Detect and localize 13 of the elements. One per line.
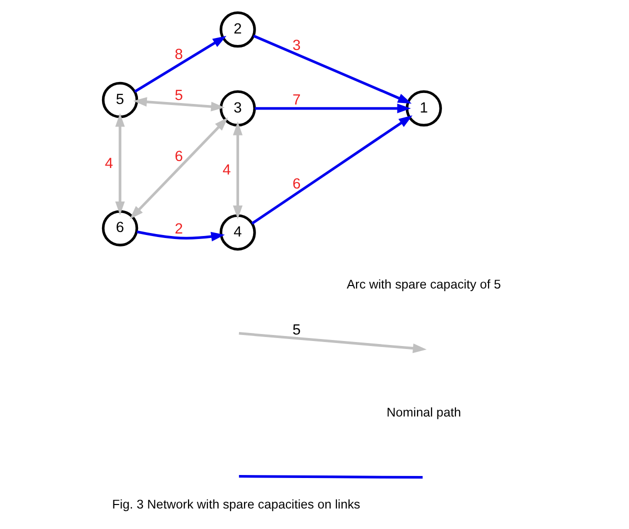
legend-label: Nominal path xyxy=(386,406,461,420)
edge-label: 7 xyxy=(292,92,301,108)
legend-label: Arc with spare capacity of 5 xyxy=(346,277,501,292)
edge-label: 2 xyxy=(174,222,183,238)
edge-label: 6 xyxy=(174,149,183,166)
edge-label: 8 xyxy=(174,47,183,64)
edge-label: 4 xyxy=(104,156,114,172)
edge-label: 3 xyxy=(292,38,301,54)
caption: Fig. 3 Network with spare capacities on links xyxy=(112,497,360,512)
edge-label: 5 xyxy=(174,88,183,104)
edge-label: 6 xyxy=(292,176,301,192)
label: 5 xyxy=(292,322,301,339)
edge-label: 4 xyxy=(222,162,231,178)
